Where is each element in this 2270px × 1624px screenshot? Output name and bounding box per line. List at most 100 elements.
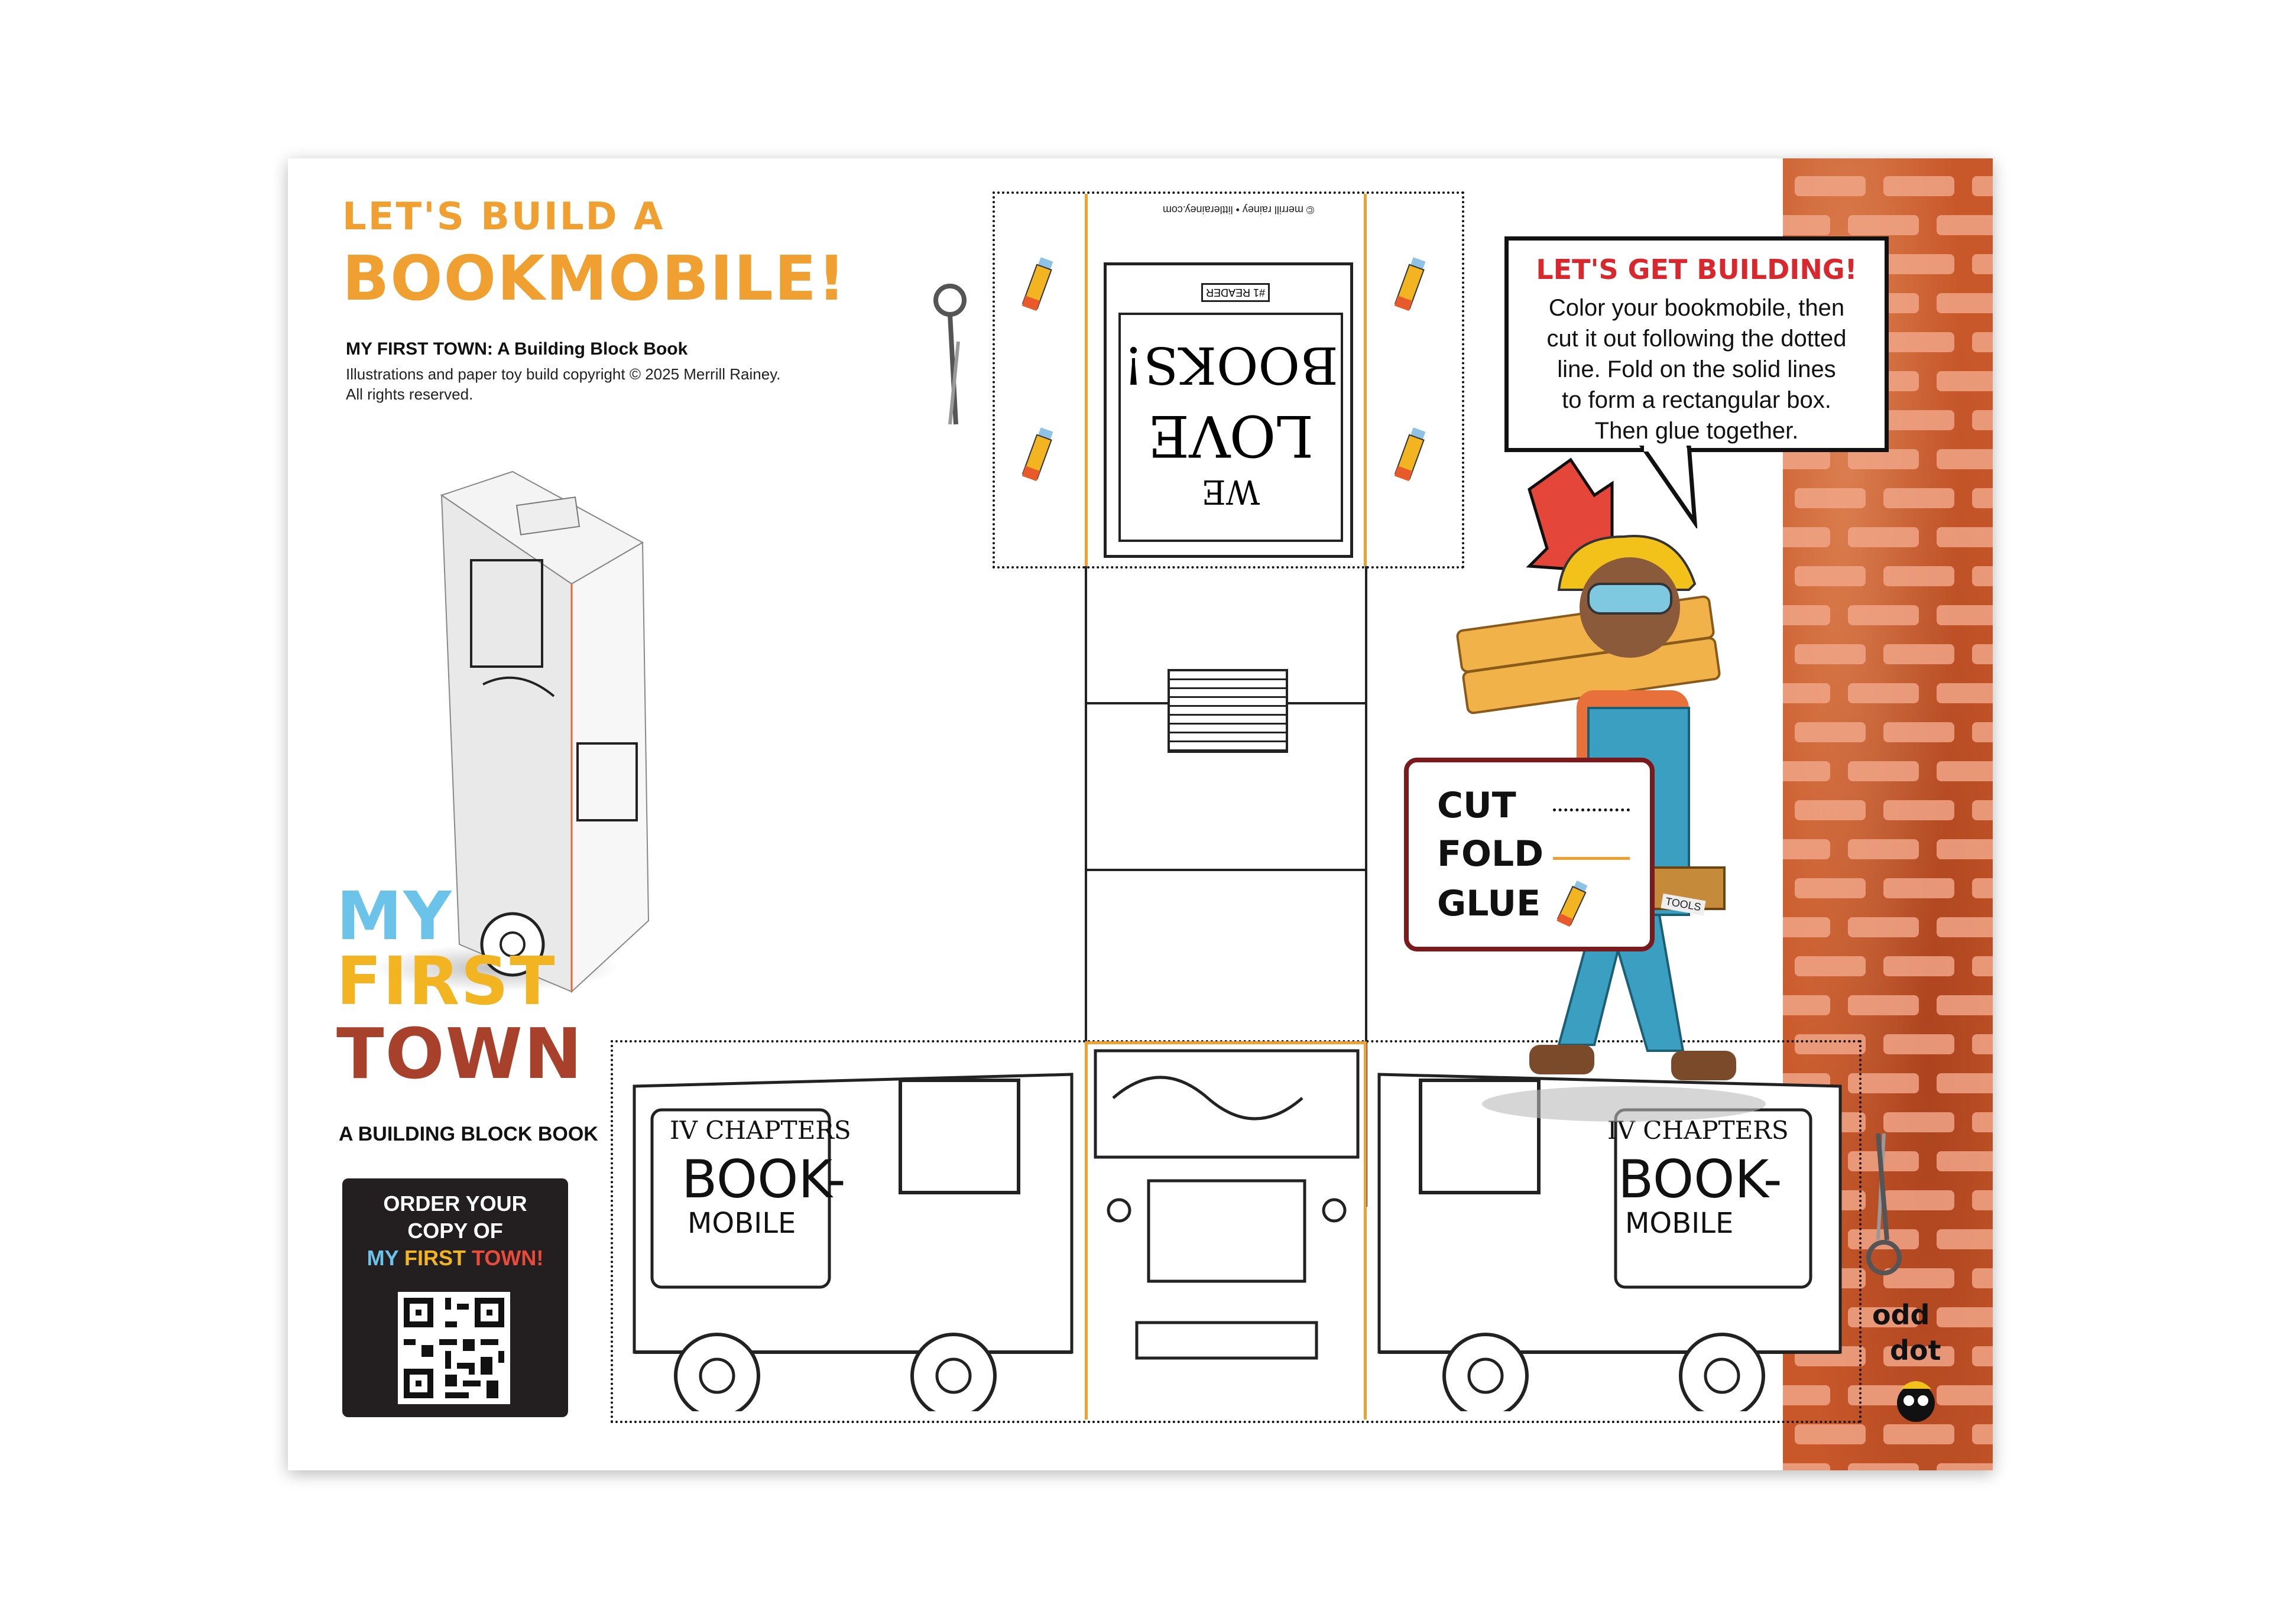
order-your-copy-box[interactable]: ORDER YOUR COPY OF MY FIRST TOWN! [342,1178,568,1417]
windshield-text-books: BOOKS! [1123,335,1338,394]
brick [1972,566,1993,586]
template-top-flap-cutline [993,191,1464,569]
brick [1937,1073,1993,1093]
brick [1937,995,1993,1015]
instructions-line-5: Then glue together. [1594,418,1799,444]
brick [1937,1463,1993,1470]
brick [1883,644,1954,664]
brick [1972,332,1993,352]
brand-odd: odd [1872,1299,1930,1331]
assembled-bookmobile-photo [377,470,650,993]
brick [1972,644,1993,664]
brick [1972,1346,1993,1366]
brick [1937,683,1993,703]
activity-sheet: LET'S BUILD A BOOKMOBILE! MY FIRST TOWN:… [288,158,1993,1470]
brick [1972,254,1993,274]
windshield-panel: #1 READER BOOKS! LOVE WE [1104,262,1353,558]
scissors-icon [1866,1133,1902,1275]
order-line-1: ORDER YOUR [383,1191,527,1216]
headline-line-1: LET'S BUILD A [342,195,665,239]
brick [1848,995,1919,1015]
roof-line-2 [1085,869,1367,871]
credit-title: MY FIRST TOWN: A Building Block Book [346,339,688,359]
brick [1972,488,1993,508]
brick [1795,1424,1866,1444]
fold-line-left-top [1085,194,1088,566]
brick [1795,878,1866,898]
brick [1848,839,1919,859]
odd-dot-logo: odd dot [1866,1299,1973,1435]
order-line-2: COPY OF [407,1219,503,1243]
brick [1783,215,1830,235]
brick [1883,1424,1954,1444]
brick [1783,1463,1830,1470]
brick [1937,527,1993,547]
brick [1883,176,1954,196]
brick [1848,683,1919,703]
scissors-icon [933,284,967,425]
brick [1883,800,1954,820]
brick [1972,878,1993,898]
glue-stick-icon [1394,257,1426,311]
roof-edge-right [1365,566,1367,1207]
roof-vent [1168,669,1288,753]
logo-subtitle: A BUILDING BLOCK BOOK [339,1123,598,1145]
brick [1883,488,1954,508]
brick [1795,176,1866,196]
windshield-text-love: LOVE [1147,402,1314,469]
brick [1937,1229,1993,1249]
bookmobile-left-side-illustration [633,1073,1074,1411]
fold-line-right-top [1364,194,1367,566]
brick [1883,332,1954,352]
brick [1883,956,1954,976]
brick [1883,410,1954,430]
instructions-line-2: cut it out following the dotted [1546,326,1847,352]
brick [1883,1268,1954,1288]
legend-glue-label: GLUE [1437,883,1541,924]
odd-dot-mascot-icon [1897,1381,1935,1422]
brick [1937,917,1993,937]
brick [1937,293,1993,313]
brick [1783,917,1830,937]
brick [1848,917,1919,937]
brick [1795,800,1866,820]
brick [1937,449,1993,469]
fold-line-right-body [1364,1041,1367,1420]
instructions-line-4: to form a rectangular box. [1562,387,1831,413]
legend-cut-line [1553,808,1630,811]
brick [1783,995,1830,1015]
instructions-heading: LET'S GET BUILDING! [1536,254,1857,285]
order-first: FIRST [404,1246,466,1270]
qr-code-icon[interactable] [398,1292,510,1404]
instructions-speech-bubble: LET'S GET BUILDING! Color your bookmobil… [1504,236,1889,452]
brick [1937,605,1993,625]
brick [1883,878,1954,898]
brick [1883,722,1954,742]
logo-town: TOWN [336,1013,583,1094]
left-side-book: BOOK- [682,1149,846,1210]
order-my: MY [367,1246,398,1270]
fold-line-top-body [1087,1041,1366,1044]
brick [1795,722,1866,742]
left-side-chapters: IV CHAPTERS [670,1116,851,1145]
brick [1783,527,1830,547]
brick [1783,449,1830,469]
template-top-credit: © merrill rainey • littlerainey.com [1162,204,1315,216]
brick [1883,254,1954,274]
fold-line-left-body [1085,1041,1088,1420]
brick [1883,1034,1954,1054]
brick [1972,1034,1993,1054]
logo-first: FIRST [336,943,556,1020]
brick [1883,1112,1954,1132]
brick [1848,761,1919,781]
credit-rights: All rights reserved. [346,385,474,403]
brick [1972,1190,1993,1210]
brick [1848,1463,1919,1470]
bookmobile-right-side-illustration [1377,1073,1842,1411]
bookmobile-front-illustration [1094,1049,1360,1360]
brick [1783,839,1830,859]
credit-copyright: Illustrations and paper toy build copyri… [346,365,781,383]
legend-cut-label: CUT [1437,785,1516,826]
cut-fold-glue-legend: CUT FOLD GLUE [1404,758,1655,951]
glue-stick-icon [1394,427,1426,482]
